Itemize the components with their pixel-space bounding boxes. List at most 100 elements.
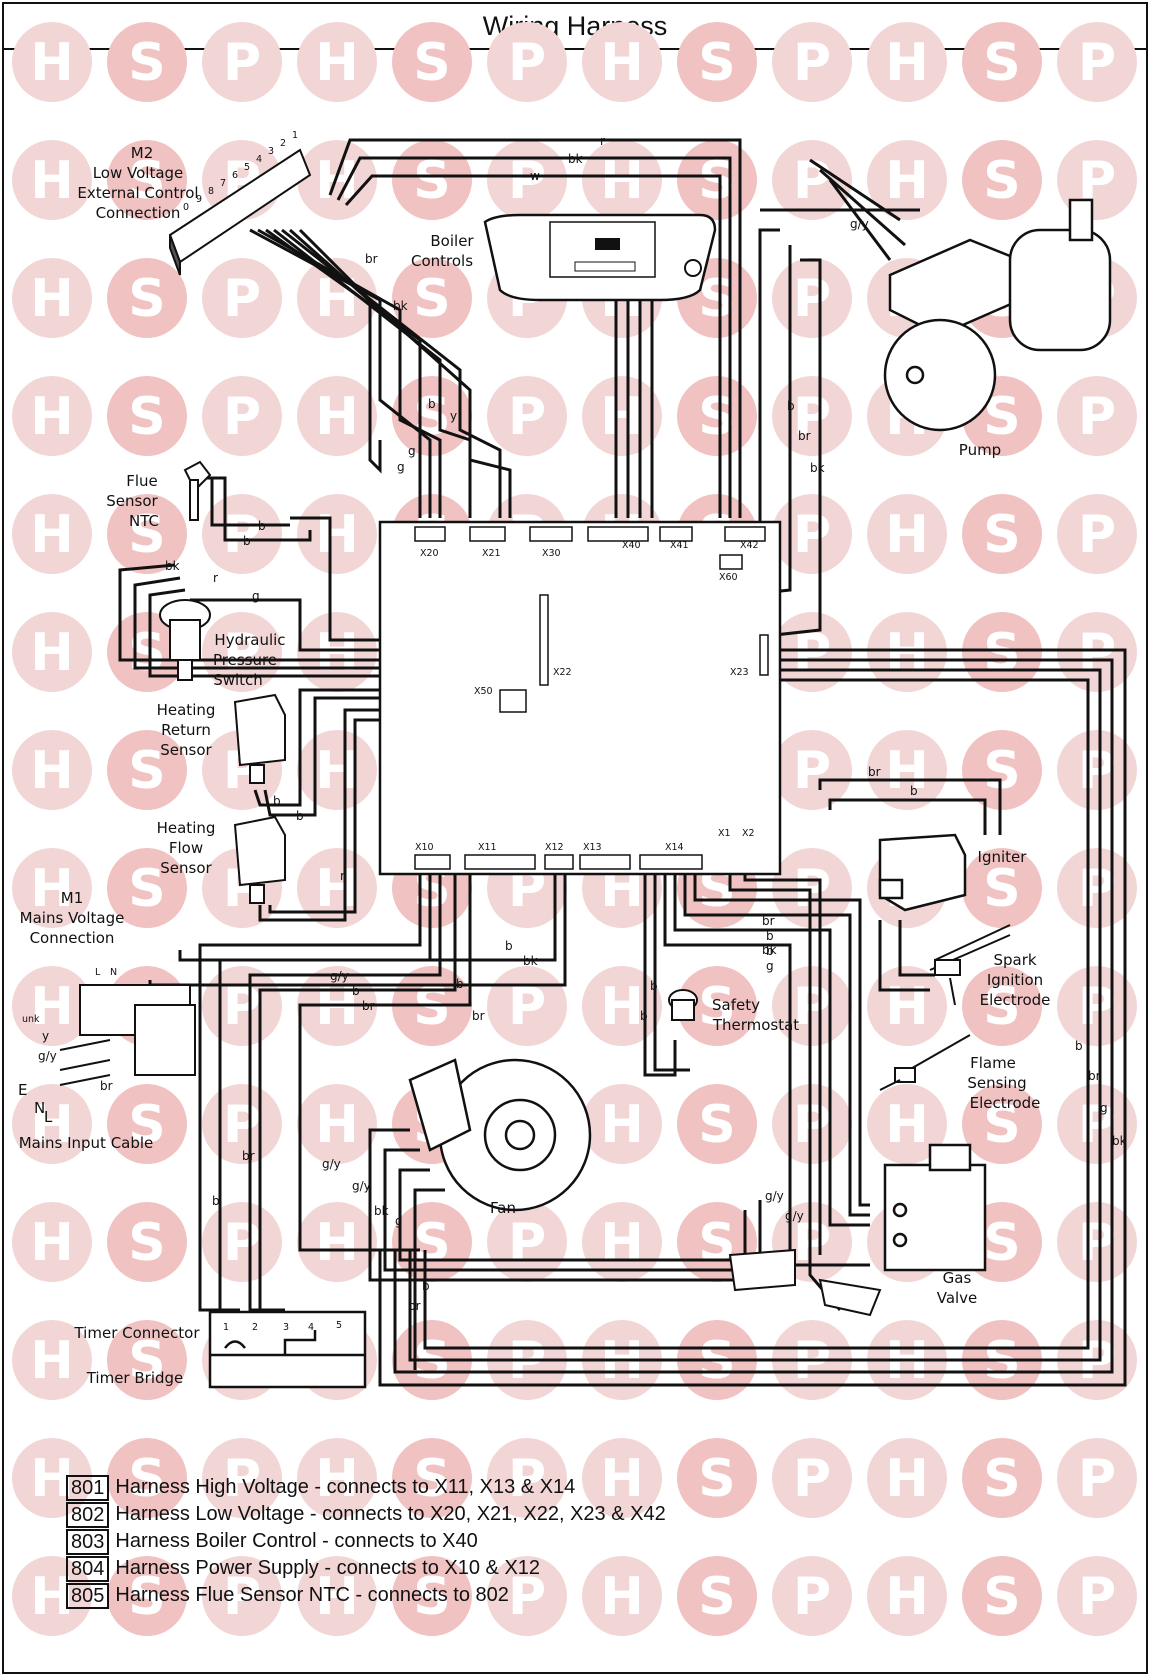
watermark-disc [487, 140, 567, 220]
watermark-letter: P [223, 1567, 261, 1627]
watermark-disc [107, 1320, 187, 1400]
watermark-disc [772, 376, 852, 456]
watermark-disc [772, 1084, 852, 1164]
heating-flow-sensor [233, 815, 286, 904]
wire-label-gy-fan: g/y [322, 1157, 341, 1171]
m1-earth-label: E [18, 1081, 27, 1099]
watermark-letter: H [600, 1095, 644, 1155]
wire-colour-labels: r bk w br bk b y g g g/y b br bk b b bk … [38, 134, 1127, 1313]
watermark-letter: P [223, 623, 261, 683]
m2-terminal-5: 5 [244, 162, 250, 173]
watermark-disc [12, 140, 92, 220]
m2-label-1: M2 [131, 144, 154, 162]
watermark-disc [1057, 612, 1137, 692]
connector-x1: X1 [718, 828, 731, 839]
watermark-letter: P [793, 1567, 831, 1627]
watermark-letter: S [413, 1213, 450, 1273]
watermark-letter: P [223, 1449, 261, 1509]
gas-valve-label-1: Gas [943, 1269, 972, 1287]
wire-label-b-timer: b [212, 1194, 220, 1208]
watermark-disc [582, 1084, 662, 1164]
watermark-letter: S [413, 1567, 450, 1627]
safety-thermostat [668, 989, 698, 1021]
watermark-disc [107, 1084, 187, 1164]
watermark-disc [297, 1438, 377, 1518]
wire-label-bk-pump: bk [810, 461, 825, 475]
watermark-disc [1057, 494, 1137, 574]
watermark-disc [772, 1556, 852, 1636]
watermark-letter: H [885, 505, 929, 565]
watermark-letter: H [885, 151, 929, 211]
watermark-letter: P [508, 1567, 546, 1627]
watermark-disc [107, 730, 187, 810]
hydraulic-label-3: Switch [213, 671, 263, 689]
watermark-disc [107, 376, 187, 456]
watermark-disc [867, 730, 947, 810]
watermark-letter: P [223, 387, 261, 447]
spark-ignition-electrode [929, 924, 1011, 1006]
m2-label-3: External Control [77, 184, 198, 202]
watermark-letter: S [128, 1449, 165, 1509]
watermark-letter: H [315, 505, 359, 565]
watermark-letter: P [1078, 741, 1116, 801]
m2-terminal-1: 1 [292, 130, 298, 141]
wire-label-bk-x14: bk [762, 943, 777, 957]
connector-x41: X41 [670, 540, 689, 551]
watermark-letter: P [1078, 1213, 1116, 1273]
watermark-letter: H [315, 1213, 359, 1273]
connector-x50: X50 [474, 686, 493, 697]
watermark-letter: H [30, 1331, 74, 1391]
m2-terminal-8: 8 [208, 186, 214, 197]
wire-label-gy-fan-2: g/y [352, 1179, 371, 1193]
watermark-disc [202, 1202, 282, 1282]
wire-label-b-fan-top: b [456, 977, 464, 991]
connector-x11: X11 [478, 842, 497, 853]
connector-x13: X13 [583, 842, 602, 853]
watermark-letter: S [413, 977, 450, 1037]
watermark-letter: H [600, 151, 644, 211]
safety-thermostat-label-1: Safety [712, 996, 760, 1014]
watermark-letter: P [793, 33, 831, 93]
m2-terminal-2: 2 [280, 138, 286, 149]
watermark-disc [867, 966, 947, 1046]
wire-label-b-therm-2: b [640, 1009, 648, 1023]
fan [408, 1058, 592, 1212]
legend-code: 801 [66, 1474, 110, 1501]
timer-bridge-label: Timer Bridge [86, 1369, 184, 1387]
heating-return-sensor [233, 693, 286, 784]
wire-label-gy-pump: g/y [850, 217, 869, 231]
watermark-disc [107, 22, 187, 102]
legend-text: Harness Flue Sensor NTC - connects to 80… [115, 1584, 509, 1606]
watermark-letter: S [128, 859, 165, 919]
watermark-disc [392, 376, 472, 456]
flue-sensor-label-1: Flue [126, 472, 158, 490]
connector-x10: X10 [415, 842, 434, 853]
watermark-letter: H [30, 505, 74, 565]
wire-label-br-pump: br [798, 429, 811, 443]
watermark-disc [1057, 1556, 1137, 1636]
watermark-disc [867, 1556, 947, 1636]
watermark-disc [582, 140, 662, 220]
watermark-disc [962, 1556, 1042, 1636]
watermark-disc [297, 258, 377, 338]
m1-label-1: M1 [61, 889, 84, 907]
watermark-disc [107, 494, 187, 574]
watermark-disc [12, 612, 92, 692]
watermark-letter: S [983, 977, 1020, 1037]
timer-terminal-3: 3 [283, 1322, 289, 1333]
watermark-letter: S [983, 741, 1020, 801]
pcb-connector-labels: X20 X21 X30 X40 X41 X42 X60 X22 X50 X23 … [415, 540, 759, 853]
watermark-letter: H [30, 623, 74, 683]
flue-sensor-ntc [183, 460, 212, 521]
wire-label-b-power-2: b [352, 984, 360, 998]
watermark-letter: P [1078, 387, 1116, 447]
watermark-letter: H [30, 1095, 74, 1155]
watermark-letter: P [223, 1213, 261, 1273]
watermark-letter: S [698, 977, 735, 1037]
watermark-letter: H [600, 1449, 644, 1509]
watermark-disc [12, 22, 92, 102]
timer-terminal-1: 1 [223, 1322, 229, 1333]
heating-flow-label-3: Sensor [160, 859, 212, 877]
